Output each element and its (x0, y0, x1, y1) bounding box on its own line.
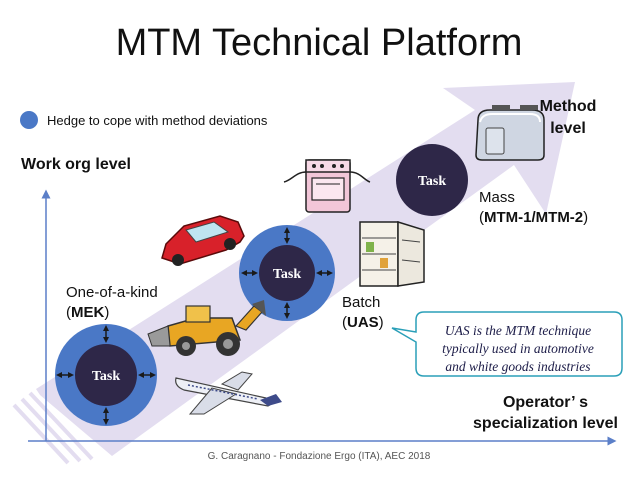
toaster-icon (475, 105, 545, 161)
axes (28, 189, 617, 446)
fridge-icon (359, 220, 425, 287)
legend: Hedge to cope with method deviations (20, 111, 267, 129)
callout-line3: and white goods industries (445, 359, 591, 374)
task-label-mek: Task (92, 369, 121, 384)
stage-code-mtm: MTM-1/MTM-2 (484, 209, 584, 226)
legend-dot-icon (20, 111, 38, 129)
stage-label-mek: One-of-a-kind (MEK) (66, 284, 158, 321)
task-label-uas: Task (273, 267, 302, 282)
callout-bubble (391, 311, 623, 377)
stove-icon (283, 159, 371, 213)
stage-code-mek: MEK (71, 304, 105, 321)
task-label-mtm: Task (418, 174, 447, 189)
x-axis-label-line1: Operator’ s (502, 394, 589, 411)
callout-line1: UAS is the MTM technique (444, 323, 592, 338)
task-core-mtm: Task (396, 144, 468, 216)
stage-name-mek: One-of-a-kind (66, 284, 158, 301)
stage-name-mtm: Mass (479, 189, 515, 206)
car-icon (161, 215, 245, 266)
legend-text: Hedge to cope with method deviations (47, 112, 268, 128)
stage-name-uas: Batch (342, 294, 381, 311)
y-axis-label: Work org level (21, 156, 131, 173)
x-axis-label-line2: specialization level (473, 415, 618, 432)
stage-label-mtm: Mass (MTM-1/MTM-2) (479, 189, 589, 226)
footer-credit: G. Caragnano - Fondazione Ergo (ITA), AE… (207, 451, 431, 462)
task-ring-uas: Task (239, 225, 335, 321)
backhoe-loader-icon (147, 300, 266, 356)
x-axis-label: Operator’ s specialization level (468, 392, 623, 434)
page-title: MTM Technical Platform (115, 22, 523, 64)
method-level-line1: Method (539, 98, 597, 115)
airplane-icon (175, 371, 282, 415)
stage-code-uas: UAS (347, 314, 379, 331)
method-level-label: Method level (522, 96, 614, 140)
method-level-line2: level (550, 120, 586, 137)
callout-line2: typically used in automotive (442, 341, 594, 356)
task-ring-mek: Task (55, 324, 157, 426)
callout-text: UAS is the MTM technique typically used … (420, 322, 616, 376)
stage-label-uas: Batch (UAS) (342, 294, 384, 331)
